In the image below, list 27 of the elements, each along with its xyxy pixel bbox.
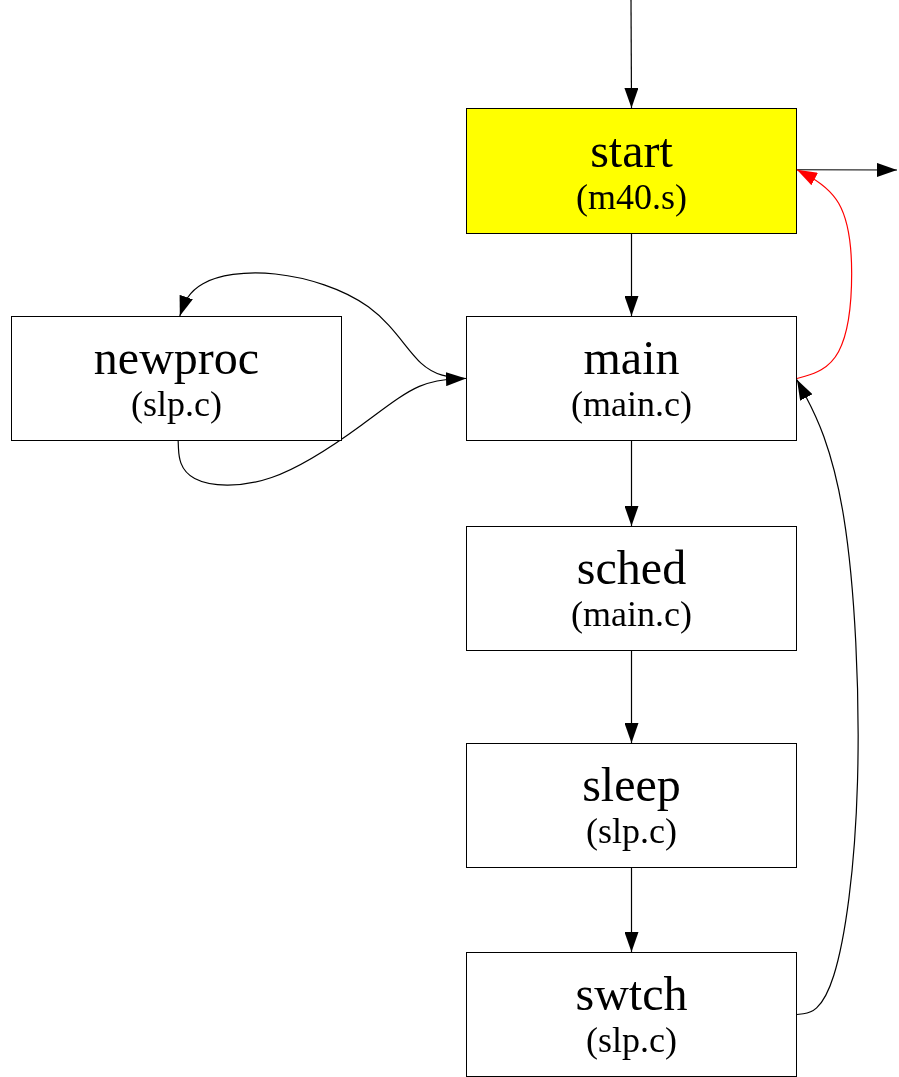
function-name: start [590,124,673,178]
file-name: (m40.s) [576,177,687,218]
process-box [466,108,797,234]
file-name: (main.c) [571,385,692,425]
arrow [624,867,639,953]
file-name: (slp.c) [586,812,677,852]
process-box [466,316,797,441]
process-box [11,316,342,441]
arrow [624,440,639,527]
arrow [796,162,898,177]
arrow [177,372,467,486]
arrow [796,379,859,1016]
process-box [466,743,797,868]
function-name: sleep [582,759,681,813]
file-name: (slp.c) [586,1021,677,1061]
arrow [796,169,853,380]
arrow [624,0,639,109]
arrow [624,650,639,744]
function-name: sched [576,542,687,596]
process-box [466,952,797,1077]
file-name: (main.c) [571,595,692,635]
process-box [466,526,797,651]
function-name: swtch [575,968,688,1022]
function-name: main [583,332,680,386]
file-name: (slp.c) [131,385,222,425]
arrow [624,233,639,317]
function-name: newproc [93,332,260,386]
